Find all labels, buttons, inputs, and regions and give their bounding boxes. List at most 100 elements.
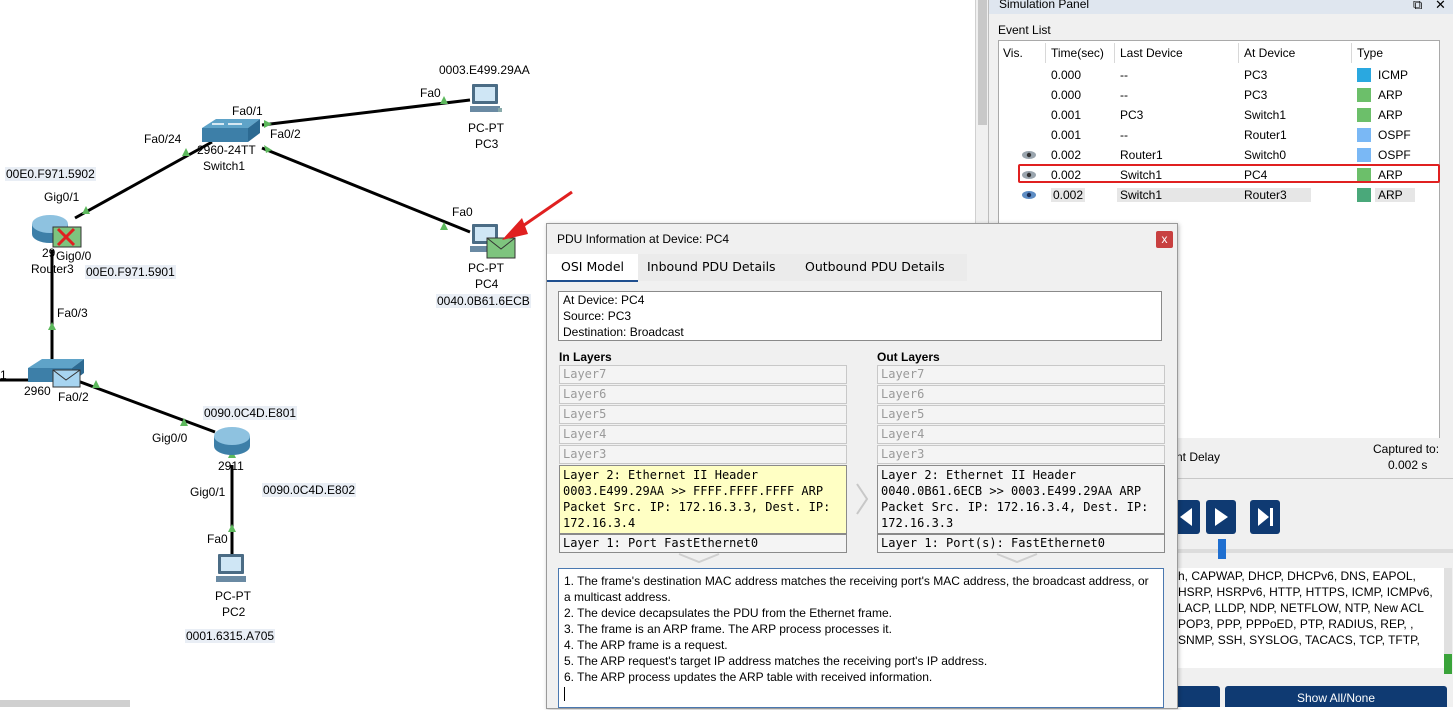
out-layer-3[interactable]: Layer3 xyxy=(877,445,1165,464)
event-row[interactable]: 0.001 -- Router1 OSPF xyxy=(999,125,1439,145)
pc-icon[interactable] xyxy=(214,552,250,586)
captured-to-label: Captured to: xyxy=(1373,442,1440,456)
visible-protocols-text: h, CAPWAP, DHCP, DHCPv6, DNS, EAPOL, HSR… xyxy=(1178,569,1433,647)
out-layer-7[interactable]: Layer7 xyxy=(877,365,1165,384)
in-layer-3[interactable]: Layer3 xyxy=(559,445,847,464)
tab-inbound-pdu-details[interactable]: Inbound PDU Details xyxy=(647,259,776,274)
event-at-device: Switch1 xyxy=(1244,108,1287,122)
edit-filters-button[interactable] xyxy=(1176,686,1220,707)
pc2-mac: 0001.6315.A705 xyxy=(185,629,276,643)
event-at-device: Router1 xyxy=(1244,128,1287,142)
event-type: ARP xyxy=(1378,108,1403,122)
event-list-table: Vis. Time(sec) Last Device At Device Typ… xyxy=(998,40,1440,440)
pc3-type: PC-PT xyxy=(468,121,504,135)
event-row[interactable]: 0.002 Router1 Switch0 OSPF xyxy=(999,145,1439,165)
event-time: 0.002 xyxy=(1051,168,1082,182)
column-header-type[interactable]: Type xyxy=(1357,46,1384,60)
pc-icon[interactable] xyxy=(468,82,504,118)
play-button[interactable] xyxy=(1206,500,1236,534)
capture-forward-button[interactable] xyxy=(1250,500,1280,534)
link-status-icon xyxy=(82,206,90,214)
event-last-device: -- xyxy=(1120,128,1128,142)
eye-icon xyxy=(1022,191,1036,199)
link-status-icon xyxy=(180,418,188,426)
link-status-icon xyxy=(48,322,56,330)
eye-icon xyxy=(1022,171,1036,179)
pc3-mac: 0003.E499.29AA xyxy=(439,63,530,77)
show-all-none-button[interactable]: Show All/None xyxy=(1225,686,1447,707)
envelope-failed-icon[interactable] xyxy=(52,226,82,248)
in-layer-7[interactable]: Layer7 xyxy=(559,365,847,384)
event-last-device: Router1 xyxy=(1120,148,1163,162)
event-row[interactable]: 0.000 -- PC3 ICMP xyxy=(999,65,1439,85)
in-layer-1[interactable]: Layer 1: Port FastEthernet0 xyxy=(559,534,847,553)
pc4-mac: 0040.0B61.6ECB xyxy=(436,294,531,308)
in-layer-5[interactable]: Layer5 xyxy=(559,405,847,424)
text-cursor xyxy=(564,687,565,701)
port-label: Fa0/2 xyxy=(270,127,301,141)
column-header-time[interactable]: Time(sec) xyxy=(1051,46,1104,60)
canvas-scrollbar[interactable] xyxy=(0,700,130,707)
port-label: Gig0/0 xyxy=(56,249,92,263)
out-layer-4[interactable]: Layer4 xyxy=(877,425,1165,444)
scrollbar-thumb[interactable] xyxy=(978,0,987,125)
port-label: Fa0/2 xyxy=(58,390,89,404)
in-layer-6[interactable]: Layer6 xyxy=(559,385,847,404)
port-label: Fa0 xyxy=(207,532,228,546)
out-layer-5[interactable]: Layer5 xyxy=(877,405,1165,424)
speed-slider-track[interactable] xyxy=(1176,549,1453,553)
close-icon[interactable]: ✕ xyxy=(1435,0,1446,12)
tab-outbound-pdu-details[interactable]: Outbound PDU Details xyxy=(805,259,945,274)
column-header-last-device[interactable]: Last Device xyxy=(1120,46,1183,60)
switch-icon[interactable] xyxy=(198,116,262,146)
event-row[interactable]: 0.001 PC3 Switch1 ARP xyxy=(999,105,1439,125)
port-label: Fa0 xyxy=(452,205,473,219)
router2-gig00-mac: 0090.0C4D.E801 xyxy=(203,406,298,420)
out-layer-1[interactable]: Layer 1: Port(s): FastEthernet0 xyxy=(877,534,1165,553)
close-button[interactable]: x xyxy=(1156,231,1173,248)
switch1-model: 2960-24TT xyxy=(197,143,256,157)
event-time: 0.000 xyxy=(1051,88,1082,102)
link-status-icon xyxy=(182,148,190,156)
description-line: 4. The ARP frame is a request. xyxy=(564,638,728,652)
event-type: ARP xyxy=(1378,88,1403,102)
out-layer-6[interactable]: Layer6 xyxy=(877,385,1165,404)
port-label: Gig0/1 xyxy=(190,485,226,499)
envelope-icon[interactable] xyxy=(52,369,82,389)
event-type: OSPF xyxy=(1378,128,1411,142)
description-line: 3. The frame is an ARP frame. The ARP pr… xyxy=(564,622,892,636)
pdu-information-dialog: PDU Information at Device: PC4 x OSI Mod… xyxy=(546,223,1178,709)
in-layer-4[interactable]: Layer4 xyxy=(559,425,847,444)
link-status-icon xyxy=(440,222,448,230)
protocols-scrollbar-thumb[interactable] xyxy=(1444,654,1452,674)
port-label: Gig0/1 xyxy=(44,190,80,204)
event-row[interactable]: 0.002 Switch1 Router3 ARP xyxy=(999,185,1439,205)
router-icon[interactable] xyxy=(210,424,256,460)
column-header-vis[interactable]: Vis. xyxy=(1003,46,1023,60)
speed-slider-thumb[interactable] xyxy=(1218,539,1226,559)
restore-icon[interactable]: ⧉ xyxy=(1413,0,1423,12)
in-layer-2[interactable]: Layer 2: Ethernet II Header 0003.E499.29… xyxy=(559,465,847,534)
event-filter-protocols[interactable]: h, CAPWAP, DHCP, DHCPv6, DNS, EAPOL, HSR… xyxy=(1176,568,1444,668)
event-row-selected[interactable]: 0.002 Switch1 PC4 ARP xyxy=(999,165,1439,185)
column-header-at-device[interactable]: At Device xyxy=(1244,46,1296,60)
chevron-up-icon xyxy=(996,553,1038,564)
switch1-name: Switch1 xyxy=(203,159,246,173)
switch0-model: 2960 xyxy=(24,384,51,398)
port-label: Fa0/1 xyxy=(232,104,263,118)
event-type: ARP xyxy=(1375,188,1415,202)
event-row[interactable]: 0.000 -- PC3 ARP xyxy=(999,85,1439,105)
in-layers-title: In Layers xyxy=(559,350,612,364)
event-at-device: Router3 xyxy=(1241,188,1311,202)
out-layers-title: Out Layers xyxy=(877,350,940,364)
pc2-type: PC-PT xyxy=(215,589,251,603)
pdu-description-box[interactable]: 1. The frame's destination MAC address m… xyxy=(558,568,1164,708)
pc2-name: PC2 xyxy=(222,605,246,619)
description-line: 1. The frame's destination MAC address m… xyxy=(564,574,1149,604)
tab-osi-model[interactable]: OSI Model xyxy=(547,254,638,282)
out-layer-2[interactable]: Layer 2: Ethernet II Header 0040.0B61.6E… xyxy=(877,465,1165,534)
envelope-icon[interactable] xyxy=(486,237,516,259)
arrow-annotation-icon xyxy=(502,190,573,240)
pdu-info-box: At Device: PC4 Source: PC3 Destination: … xyxy=(558,291,1162,341)
protocols-scrollbar[interactable] xyxy=(1444,568,1452,674)
